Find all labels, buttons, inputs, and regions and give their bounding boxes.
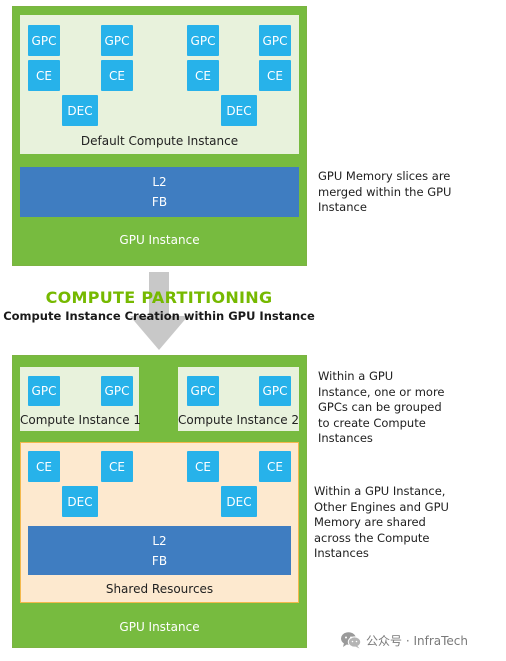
gpc-chip: GPC [28,376,60,406]
memory-merge-note: GPU Memory slices are merged within the … [318,169,452,214]
gpc-chip: GPC [101,25,133,56]
wechat-icon [341,632,362,649]
compute-instance-2-label: Compute Instance 2 [178,413,300,427]
watermark: 公众号 · InfraTech [340,630,468,650]
gpu-instance-label: GPU Instance [119,233,200,247]
l2-label: L2 [152,175,167,189]
ce-chip: CE [259,60,291,91]
gpc-chip: GPC [187,25,219,56]
l2-label: L2 [152,533,167,548]
gpc-chip: GPC [28,25,60,56]
gpc-chip: GPC [259,25,291,56]
fb-label: FB [151,195,168,209]
default-compute-instance-label: Default Compute Instance [80,134,239,148]
shared-resources [20,442,299,603]
dec-chip: DEC [62,486,98,517]
shared-resources-label: Shared Resources [105,582,214,596]
gpc-chip: GPC [101,376,133,406]
compute-instance-1-label: Compute Instance 1 [20,413,142,427]
ce-chip: CE [187,451,219,482]
ce-chip: CE [101,60,133,91]
compute-partitioning-title: COMPUTE PARTITIONING [45,288,273,307]
ce-chip: CE [101,451,133,482]
default-compute-instance [20,15,299,154]
dec-chip: DEC [221,95,257,126]
memory-block: L2 FB [28,526,291,575]
watermark-text: 公众号 · InfraTech [366,633,468,648]
dec-chip: DEC [221,486,257,517]
ce-chip: CE [28,60,60,91]
ce-chip: CE [187,60,219,91]
compute-partitioning-subtitle: Compute Instance Creation within GPU Ins… [3,309,315,323]
down-arrow-icon [130,272,188,350]
gpc-chip: GPC [259,376,291,406]
gpc-grouping-note: Within a GPU Instance, one or more GPCs … [318,369,445,445]
shared-engines-note: Within a GPU Instance, Other Engines and… [314,484,449,560]
gpc-chip: GPC [187,376,219,406]
dec-chip: DEC [62,95,98,126]
fb-label: FB [151,553,168,568]
ce-chip: CE [28,451,60,482]
gpu-instance-label: GPU Instance [119,620,200,634]
memory-block: L2 FB [20,167,299,217]
ce-chip: CE [259,451,291,482]
